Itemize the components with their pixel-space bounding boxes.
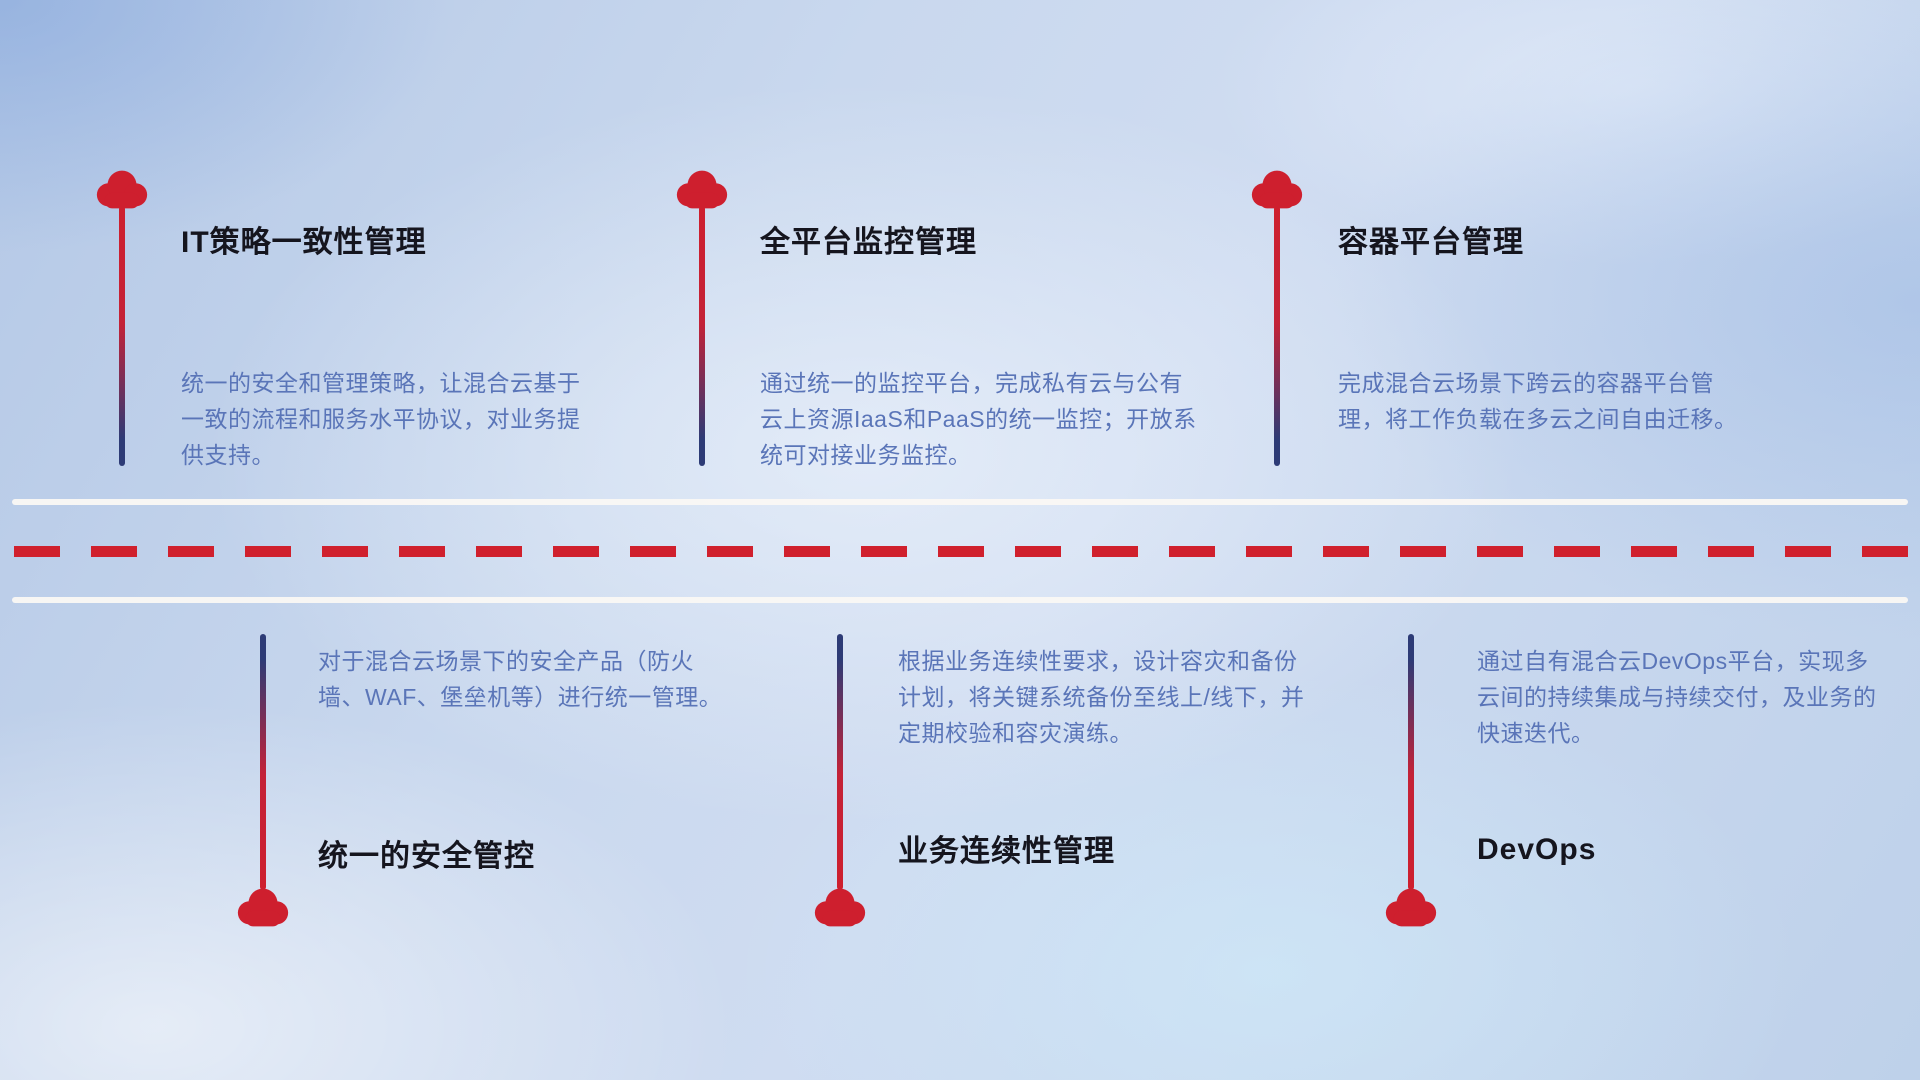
pin-stem — [837, 634, 843, 890]
pin-container-platform — [1248, 168, 1306, 466]
item-monitoring: 全平台监控管理 通过统一的监控平台，完成私有云与公有云上资源IaaS和PaaS的… — [760, 224, 1205, 473]
road-line-top — [12, 499, 1908, 505]
cloud-icon — [1248, 168, 1306, 210]
road-line-bottom — [12, 597, 1908, 603]
pin-stem — [699, 206, 705, 466]
pin-devops — [1382, 634, 1440, 928]
item-devops: 通过自有混合云DevOps平台，实现多云间的持续集成与持续交付，及业务的快速迭代… — [1477, 643, 1881, 888]
item-security-control: 对于混合云场景下的安全产品（防火墙、WAF、堡垒机等）进行统一管理。 统一的安全… — [318, 643, 733, 888]
cloud-icon — [1382, 886, 1440, 928]
item-title: 全平台监控管理 — [760, 226, 977, 259]
item-container-platform: 容器平台管理 完成混合云场景下跨云的容器平台管理，将工作负载在多云之间自由迁移。 — [1338, 224, 1756, 437]
item-title: 业务连续性管理 — [898, 835, 1115, 868]
item-description: 统一的安全和管理策略，让混合云基于一致的流程和服务水平协议，对业务提供支持。 — [181, 370, 581, 468]
cloud-icon — [93, 168, 151, 210]
pin-security-control — [234, 634, 292, 928]
item-business-continuity: 根据业务连续性要求，设计容灾和备份计划，将关键系统备份至线上/线下，并定期校验和… — [898, 643, 1316, 888]
pin-stem — [260, 634, 266, 890]
item-title: DevOps — [1477, 833, 1597, 866]
cloud-icon — [811, 886, 869, 928]
item-description: 对于混合云场景下的安全产品（防火墙、WAF、堡垒机等）进行统一管理。 — [318, 648, 723, 710]
cloud-icon — [234, 886, 292, 928]
item-title: IT策略一致性管理 — [181, 226, 427, 259]
pin-stem — [119, 206, 125, 466]
pin-stem — [1274, 206, 1280, 466]
pin-it-policy — [93, 168, 151, 466]
item-description: 通过统一的监控平台，完成私有云与公有云上资源IaaS和PaaS的统一监控；开放系… — [760, 370, 1197, 468]
item-description: 通过自有混合云DevOps平台，实现多云间的持续集成与持续交付，及业务的快速迭代… — [1477, 648, 1877, 746]
cloud-icon — [673, 168, 731, 210]
pin-business-continuity — [811, 634, 869, 928]
road-dashed-centerline — [14, 546, 1910, 557]
pin-stem — [1408, 634, 1414, 890]
pin-monitoring — [673, 168, 731, 466]
item-description: 根据业务连续性要求，设计容灾和备份计划，将关键系统备份至线上/线下，并定期校验和… — [898, 648, 1305, 746]
item-title: 容器平台管理 — [1338, 226, 1524, 259]
item-description: 完成混合云场景下跨云的容器平台管理，将工作负载在多云之间自由迁移。 — [1338, 370, 1738, 432]
item-it-policy: IT策略一致性管理 统一的安全和管理策略，让混合云基于一致的流程和服务水平协议，… — [181, 224, 591, 473]
item-title: 统一的安全管控 — [318, 840, 535, 873]
